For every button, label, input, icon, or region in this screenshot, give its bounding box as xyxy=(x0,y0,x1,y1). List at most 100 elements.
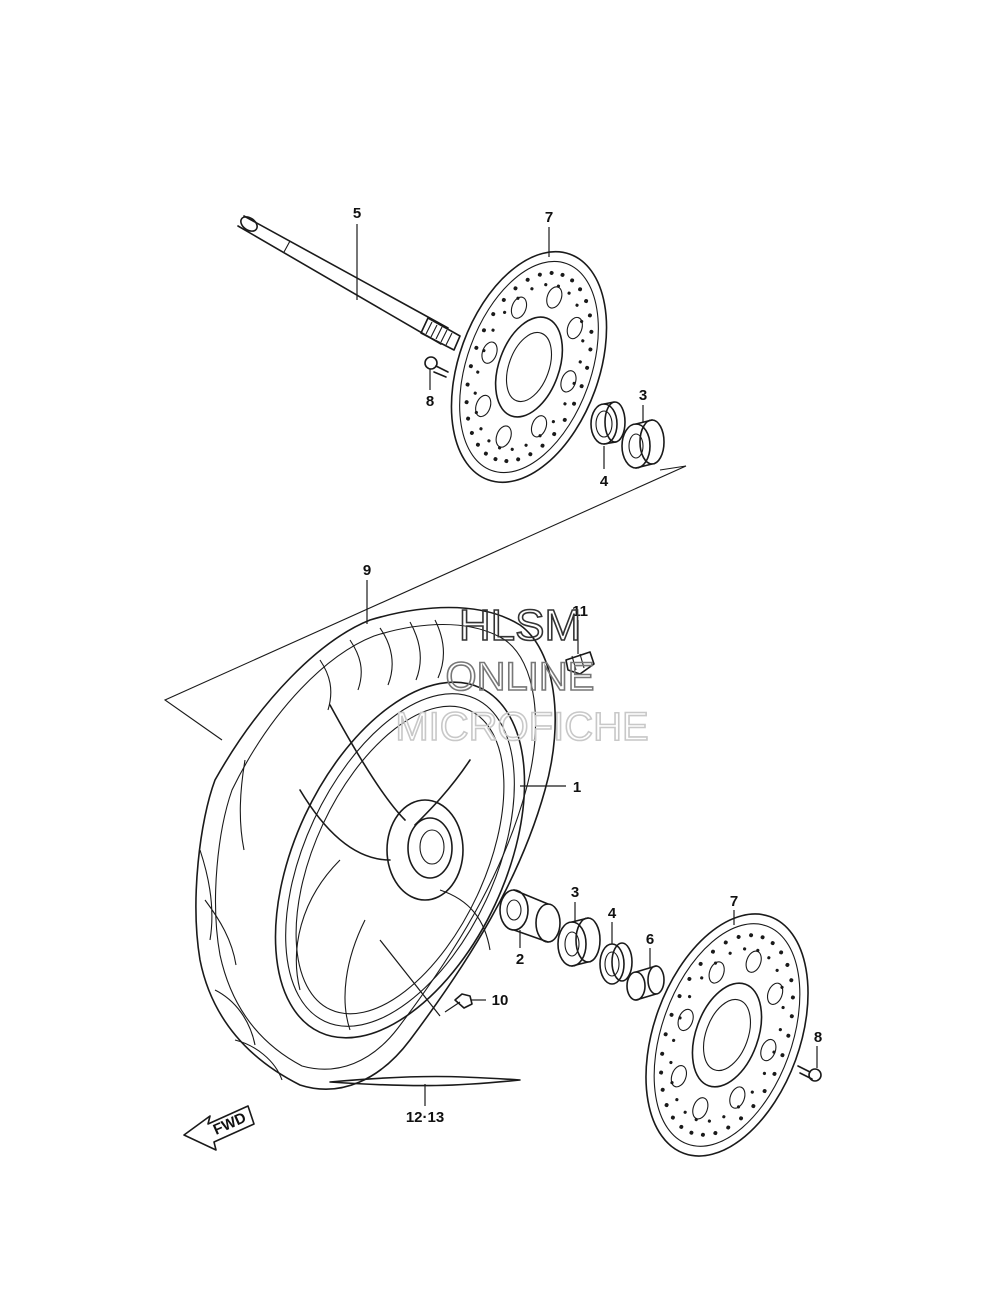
callout-4-upper: 4 xyxy=(600,473,609,490)
disc-hole xyxy=(675,1098,679,1102)
disc-hole xyxy=(775,968,779,972)
watermark-line1: HLSM xyxy=(459,601,581,650)
balancer-strip xyxy=(329,1075,521,1087)
brake-disc-lower xyxy=(645,913,809,1157)
disc-cutout xyxy=(745,950,762,973)
disc-hole xyxy=(779,950,784,955)
disc-cutout xyxy=(766,982,784,1005)
callout-1: 1 xyxy=(573,779,581,796)
front-wheel-tire xyxy=(195,606,556,1090)
oil-seal-lower xyxy=(599,942,633,985)
reference-plane xyxy=(163,465,687,741)
disc-hole xyxy=(493,457,498,462)
disc-hole xyxy=(760,935,765,940)
disc-hole xyxy=(516,457,521,462)
disc-hole xyxy=(501,297,506,302)
callout-3-lower: 3 xyxy=(571,884,579,901)
balance-weight xyxy=(565,651,595,675)
disc-hole xyxy=(525,277,530,282)
disc-hole xyxy=(584,299,589,304)
disc-hole xyxy=(789,978,794,983)
disc-hole xyxy=(487,439,491,443)
disc-hole xyxy=(540,443,545,448)
disc-hole xyxy=(780,1053,785,1058)
disc-hole xyxy=(751,1104,756,1109)
disc-bolt-upper xyxy=(424,356,449,378)
disc-cutout xyxy=(670,1065,688,1088)
disc-hole xyxy=(772,1071,777,1076)
callout-8-lower: 8 xyxy=(814,1029,822,1046)
disc-hole xyxy=(476,370,480,374)
disc-hole xyxy=(483,451,488,456)
disc-hole xyxy=(710,949,715,954)
disc-hole xyxy=(473,391,477,395)
disc-hole xyxy=(670,1115,675,1120)
disc-hole xyxy=(513,286,518,291)
disc-hole xyxy=(767,956,771,960)
disc-cutout xyxy=(546,286,563,309)
disc-hole xyxy=(781,1005,785,1010)
disc-bolt-lower xyxy=(797,1065,822,1082)
disc-hole xyxy=(469,430,474,435)
disc-cutout xyxy=(566,316,583,340)
callout-6: 6 xyxy=(646,931,654,948)
watermark: HLSM ONLINE MICROFICHE xyxy=(395,600,650,750)
disc-hole xyxy=(551,420,555,424)
disc-cutout xyxy=(729,1086,746,1109)
leader-lines xyxy=(356,224,818,1106)
disc-hole xyxy=(581,339,585,343)
disc-hole xyxy=(588,347,593,352)
disc-hole xyxy=(552,432,557,437)
disc-hole xyxy=(530,287,534,291)
callout-8-upper: 8 xyxy=(426,393,434,410)
disc-hole xyxy=(528,452,533,457)
disc-hole xyxy=(537,272,542,277)
disc-hole xyxy=(749,933,754,938)
disc-hole xyxy=(504,459,509,464)
disc-hole xyxy=(713,1131,718,1136)
disc-cutout xyxy=(481,341,498,364)
disc-hole xyxy=(689,1130,694,1135)
disc-hole xyxy=(739,1116,744,1121)
callout-4-lower: 4 xyxy=(608,905,617,922)
disc-cutout xyxy=(510,296,528,319)
disc-hole xyxy=(723,940,728,945)
disc-hole xyxy=(785,962,790,967)
callout-12-13: 12·13 xyxy=(406,1109,444,1126)
disc-hole xyxy=(700,1132,705,1137)
watermark-line3: MICROFICHE xyxy=(395,705,648,749)
disc-hole xyxy=(579,384,584,389)
disc-hole xyxy=(790,995,795,1000)
wheel-collar xyxy=(626,965,665,1001)
disc-hole xyxy=(562,417,567,422)
bearing-lower xyxy=(557,917,601,967)
callout-11: 11 xyxy=(572,603,588,620)
disc-cutout xyxy=(530,415,548,438)
disc-hole xyxy=(726,1125,731,1130)
disc-hole xyxy=(762,1089,767,1094)
disc-hole xyxy=(700,976,704,980)
disc-hole xyxy=(475,442,480,447)
fwd-arrow: FWD xyxy=(183,1105,255,1151)
disc-hole xyxy=(585,365,590,370)
disc-hole xyxy=(789,1014,794,1019)
disc-cutout xyxy=(475,394,492,418)
disc-hole xyxy=(563,402,567,406)
disc-hole xyxy=(669,1060,673,1065)
disc-hole xyxy=(750,1090,754,1094)
disc-hole xyxy=(491,312,496,317)
disc-hole xyxy=(663,1032,668,1037)
callout-9: 9 xyxy=(363,562,371,579)
disc-hole xyxy=(481,328,486,333)
disc-hole xyxy=(707,1119,712,1123)
callout-2: 2 xyxy=(516,951,524,968)
disc-hole xyxy=(770,941,775,946)
disc-hole xyxy=(578,360,582,364)
disc-hole xyxy=(722,1115,726,1119)
callout-3-upper: 3 xyxy=(639,387,647,404)
callout-5: 5 xyxy=(353,205,361,222)
callout-10: 10 xyxy=(492,992,509,1009)
disc-hole xyxy=(778,1028,782,1032)
disc-hole xyxy=(465,382,470,387)
bearing-upper xyxy=(621,419,665,469)
